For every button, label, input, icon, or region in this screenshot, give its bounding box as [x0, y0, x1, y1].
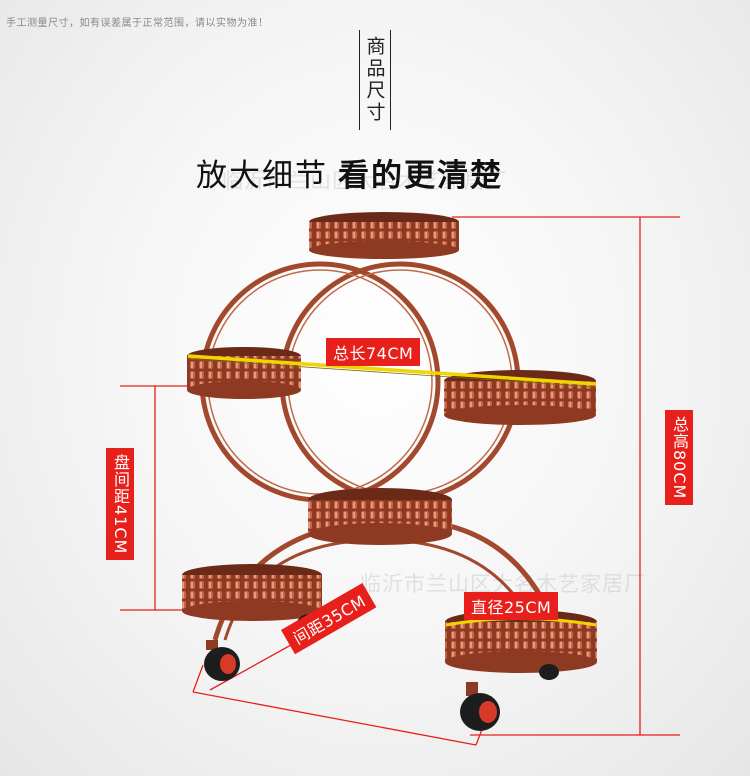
trays [182, 212, 597, 673]
diameter-label: 直径25CM [464, 592, 559, 620]
tray-top [309, 212, 459, 259]
headline-bold: 看的更清楚 [338, 158, 503, 194]
total-height-label: 总高80CM [665, 410, 693, 506]
headline-normal: 放大细节 [196, 158, 328, 194]
tray-middle [308, 488, 452, 545]
measurement-note: 手工测量尺寸，如有误差属于正常范围，请以实物为准！ [6, 18, 269, 29]
total-length-label: 总长74CM [326, 338, 421, 366]
caster-front-right [460, 682, 500, 731]
headline: 放大细节看的更清楚 [196, 150, 503, 195]
tray-bottom-left [182, 564, 322, 621]
caster-back-right [539, 664, 559, 680]
dimension-lines [120, 216, 680, 746]
caster-front-left [204, 640, 240, 681]
watermark-top: 临沂市兰山区大名木艺家居厂 [222, 169, 508, 193]
section-label: 商品尺寸 [359, 30, 391, 130]
section-label-text: 商品尺寸 [363, 36, 386, 124]
tray-left [187, 347, 301, 399]
tray-gap-label: 盘间距41CM [106, 448, 134, 561]
